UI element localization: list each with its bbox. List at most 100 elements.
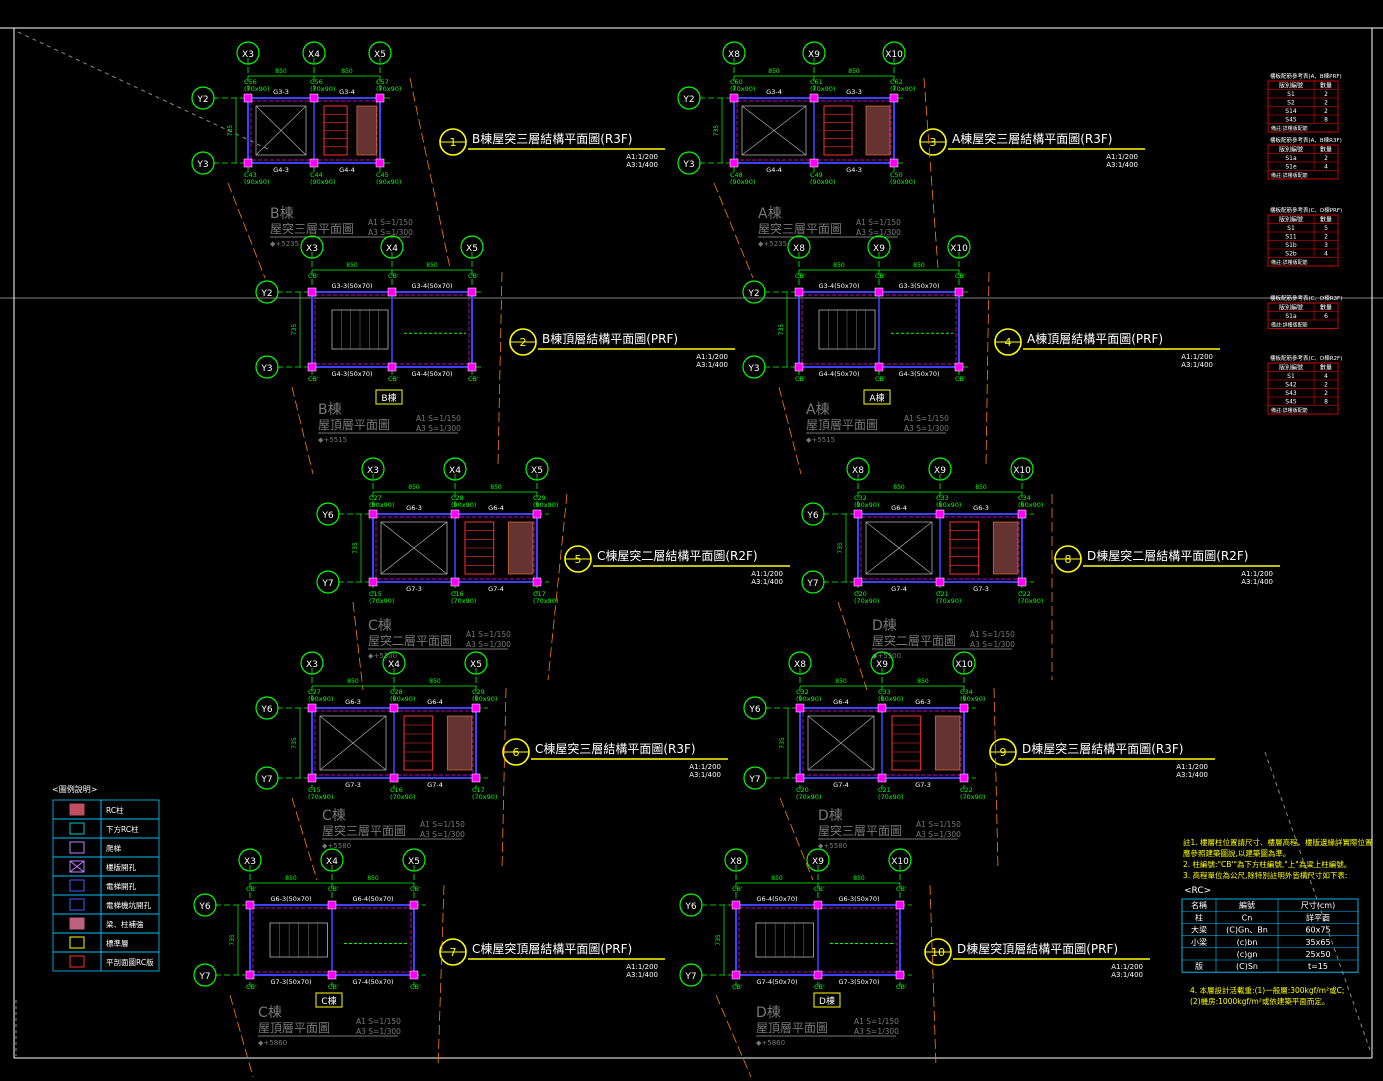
- beam-label: G6-4: [488, 504, 504, 512]
- dimension-x: 850: [833, 262, 845, 269]
- column-label: C20: [796, 786, 809, 794]
- rc-cell: 版: [1195, 961, 1203, 971]
- column: [389, 703, 399, 713]
- dimension-x: 850: [490, 484, 502, 491]
- grid-bubble-y: [316, 570, 340, 594]
- slab-table-cell: S1b: [1285, 242, 1297, 249]
- rc-cell: 小梁: [1191, 938, 1207, 947]
- slab-table-cell: S45: [1285, 399, 1297, 406]
- slab-table-cell: 8: [1324, 399, 1328, 406]
- slab-table-cell: S45: [1285, 117, 1297, 124]
- plan-scale-a1: A1:1/200: [689, 763, 721, 771]
- ghost-building: A棟: [758, 206, 782, 222]
- column: [375, 93, 385, 103]
- column-size: (90x90): [936, 501, 961, 509]
- dimension-x: 850: [341, 68, 353, 75]
- leader-line: [437, 884, 445, 1068]
- grid-label-x: X5: [466, 244, 478, 254]
- leader-line: [547, 493, 568, 681]
- slab-table-cell: S1: [1287, 225, 1295, 232]
- grid-label-y: Y3: [196, 160, 208, 170]
- slab-table-cell: 數量: [1320, 216, 1332, 224]
- beam-label: G4-4: [339, 166, 355, 174]
- column-label: CB': [795, 272, 806, 280]
- plan-scale-a3: A3:1/400: [751, 578, 783, 586]
- plan-scale-a3: A3:1/400: [1111, 971, 1143, 979]
- slab-table-cell: S11: [1285, 234, 1297, 241]
- rc-cell: (C)Gn、Bn: [1226, 926, 1268, 935]
- legend: <圖例說明>RC柱下方RC柱爬梯樓版開孔電梯開孔電梯機坑開孔梁、柱補強標準層平剖…: [52, 784, 160, 972]
- ghost-scale-a1: A1 S=1/150: [466, 630, 511, 639]
- column: [368, 509, 378, 519]
- column-label: C27: [369, 494, 382, 502]
- grid-label-y: Y3: [260, 364, 272, 374]
- ghost-building: D棟: [872, 618, 897, 634]
- grid-label-y: Y2: [682, 95, 694, 105]
- building-tag-box: [813, 992, 841, 1008]
- ghost-scale-a3: A3 S=1/300: [466, 640, 511, 649]
- column: [309, 158, 319, 168]
- ghost-elevation: ◆+5235: [270, 240, 299, 248]
- beam-label: G7-4(50x70): [352, 978, 393, 986]
- legend-symbol: [69, 879, 85, 892]
- leader-line: [229, 994, 254, 1078]
- column-label: C60: [730, 78, 743, 86]
- column-label: CB': [896, 885, 907, 893]
- column-size: (90x90): [472, 695, 497, 703]
- dimension-y: 735: [837, 542, 844, 554]
- column-label: C29: [472, 688, 485, 696]
- column: [532, 509, 542, 519]
- plan-scale-a3: A3:1/400: [1106, 161, 1138, 169]
- slab-table-cell: 2: [1324, 100, 1328, 107]
- slab-table-cell: 2: [1324, 108, 1328, 115]
- column: [731, 900, 741, 910]
- legend-title: <圖例說明>: [52, 784, 97, 794]
- general-notes: 註1. 樓層柱位置請尺寸、樓層高程、樓版邊緣詳實際位置應參照建築圖說,以建築圖為…: [1181, 837, 1373, 1006]
- column: [327, 900, 337, 910]
- grid-bubble-x: [300, 651, 324, 675]
- note-line: 註1. 樓層柱位置請尺寸、樓層高程、樓版邊緣詳實際位置: [1183, 837, 1373, 847]
- ghost-scale-a1: A1 S=1/150: [420, 820, 465, 829]
- slab-table-cell: 2: [1324, 234, 1328, 241]
- grid-label-y: Y2: [747, 289, 759, 299]
- beam-label: G3-4(50x70): [411, 282, 452, 290]
- slab-table-frame: [1267, 302, 1339, 329]
- slab-table-cell: S1e: [1285, 164, 1297, 171]
- column-label: CB': [328, 983, 339, 991]
- column: [387, 362, 397, 372]
- grid-label-x: X10: [891, 857, 909, 867]
- legend-symbol: [69, 841, 85, 854]
- column: [307, 362, 317, 372]
- note-line: 應參照建築圖說,以建築圖為準。: [1183, 848, 1290, 858]
- grid-label-x: X5: [470, 660, 482, 670]
- slab-table-title: 樓板配筋參考表(C、D棟PRF): [1270, 206, 1342, 214]
- slab-table-cell: 2: [1324, 155, 1328, 162]
- column: [809, 93, 819, 103]
- legend-symbol: [69, 860, 85, 873]
- plan-scale-a3: A3:1/400: [689, 771, 721, 779]
- beam-label: G3-3: [846, 88, 862, 96]
- slab-table-title: 樓板配筋參考表(C、D棟R3F): [1270, 294, 1342, 302]
- column: [935, 577, 945, 587]
- column: [389, 773, 399, 783]
- grid-label-x: X4: [308, 50, 320, 60]
- slab-table-title: 樓板配筋參考表(A、B棟PRF): [1270, 72, 1342, 80]
- column-label: CB': [388, 375, 399, 383]
- grid-bubble-x: [464, 651, 488, 675]
- slab-table-cell: 3: [1324, 242, 1328, 249]
- legend-symbol: [69, 955, 85, 968]
- slab-table-note: 備註:詳樓版配筋: [1271, 407, 1308, 414]
- beam-label: G4-4(50x70): [411, 370, 452, 378]
- beam-label: G6-4(50x70): [756, 895, 797, 903]
- column: [243, 158, 253, 168]
- plan-title: A棟頂層結構平面圖(PRF): [1027, 331, 1163, 346]
- rc-title: <RC>: [1184, 886, 1211, 896]
- leader-line: [837, 601, 868, 691]
- column-size: (70x90): [369, 597, 394, 605]
- reinforced-area: [934, 715, 961, 771]
